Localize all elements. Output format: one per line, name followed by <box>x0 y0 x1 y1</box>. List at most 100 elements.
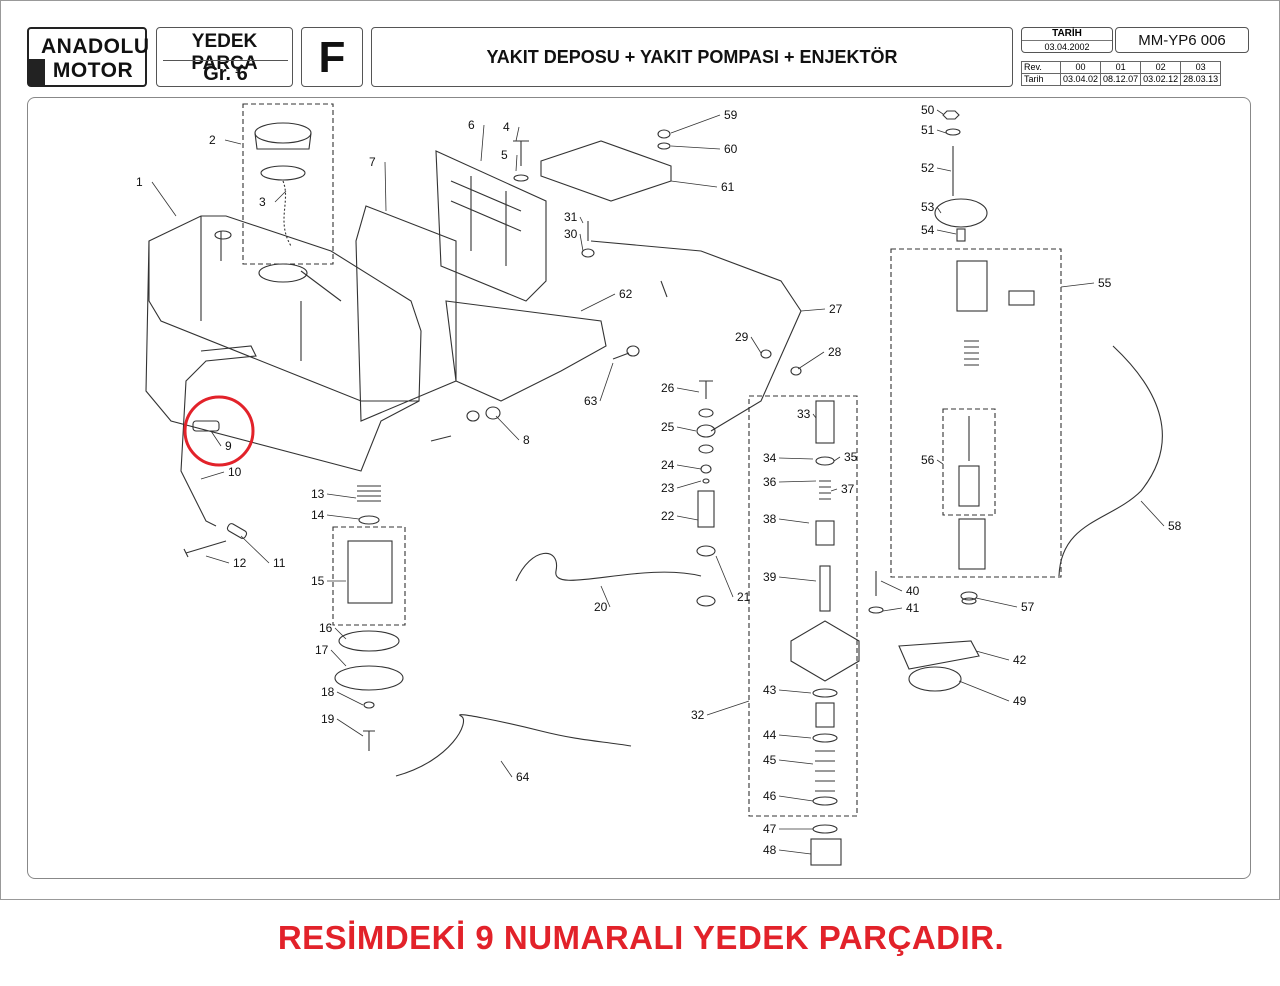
title-box: YAKIT DEPOSU + YAKIT POMPASI + ENJEKTÖR <box>371 27 1013 87</box>
part-number: 46 <box>763 789 777 803</box>
part-number: 26 <box>661 381 675 395</box>
leader-line <box>515 154 518 172</box>
part-number: 17 <box>315 643 329 657</box>
support-bracket <box>445 300 607 402</box>
part-number: 50 <box>921 103 935 117</box>
fuel-tank-filler-neck <box>258 263 308 283</box>
washer-41 <box>868 606 884 614</box>
leader-line <box>240 535 270 564</box>
bolt-4-upper <box>513 140 529 166</box>
cap-group-box <box>242 103 334 265</box>
leader-line <box>670 180 718 188</box>
fitting-24 <box>700 464 712 474</box>
pump-flange-gasket <box>898 640 980 670</box>
leader-line <box>936 109 944 115</box>
part-number: 44 <box>763 728 777 742</box>
leader-line <box>936 229 957 235</box>
part-number: 14 <box>311 508 325 522</box>
pin-54 <box>956 228 966 242</box>
leader-line <box>210 430 222 447</box>
leader-line <box>495 415 520 441</box>
leader-line <box>833 456 841 462</box>
leader-line <box>676 387 700 393</box>
part-number: 35 <box>844 450 858 464</box>
filter-spring <box>357 485 381 502</box>
leader-line <box>480 124 485 162</box>
part-number: 54 <box>921 223 935 237</box>
sealing-ring <box>696 595 716 607</box>
washer-51 <box>945 128 961 136</box>
part-number: 48 <box>763 843 777 857</box>
part-number: 1 <box>136 175 143 189</box>
page-title: YAKIT DEPOSU + YAKIT POMPASI + ENJEKTÖR <box>486 47 898 67</box>
leader-line <box>778 457 814 460</box>
fuel-filter <box>347 540 393 604</box>
leader-line <box>224 139 242 145</box>
washer-5-bracket <box>626 345 640 357</box>
bolt-63 <box>612 352 630 360</box>
leader-line <box>778 795 814 802</box>
leader-line <box>676 464 702 470</box>
part-number: 51 <box>921 123 935 137</box>
part-number: 13 <box>311 487 325 501</box>
clamp-plate-53 <box>934 198 988 228</box>
section-letter: F <box>318 33 346 82</box>
injector-spring <box>964 340 979 366</box>
tank-bracket <box>435 150 547 302</box>
filter-housing <box>334 665 404 691</box>
part-number: 10 <box>228 465 242 479</box>
leader-line <box>830 488 838 492</box>
rev-date: 08.12.07 <box>1100 73 1142 86</box>
highlight-circle <box>183 395 255 467</box>
part-number: 34 <box>763 451 777 465</box>
leader-line <box>600 585 611 608</box>
leader-line <box>715 555 734 598</box>
leader-line <box>151 181 177 217</box>
washer-30 <box>581 248 595 258</box>
strap-pin <box>192 420 220 432</box>
injector-box <box>890 248 1062 578</box>
part-number: 28 <box>828 345 842 359</box>
strap-bolt <box>183 540 227 558</box>
part-number: 8 <box>523 433 530 447</box>
leader-line <box>515 126 520 142</box>
part-number: 11 <box>273 556 286 570</box>
part-number: 40 <box>906 584 920 598</box>
tappet-shim <box>812 824 838 834</box>
leader-line <box>205 555 230 564</box>
part-number: 61 <box>721 180 735 194</box>
leader-line <box>384 161 387 212</box>
nut-50 <box>942 110 960 120</box>
filter-washer <box>358 515 380 525</box>
note-text: RESİMDEKİ 9 NUMARALI YEDEK PARÇADIR. <box>277 919 1005 956</box>
nozzle-washer <box>960 591 978 601</box>
fuel-pipe-20 <box>515 552 702 582</box>
part-number: 64 <box>516 770 530 784</box>
leader-line <box>936 206 942 214</box>
part-number-highlighted: 9 <box>225 439 232 453</box>
washer-5-lower <box>466 410 480 422</box>
pump-element <box>819 565 831 612</box>
leader-line <box>326 493 357 499</box>
part-number: 12 <box>233 556 247 570</box>
leader-line <box>800 308 826 312</box>
part-number: 38 <box>763 512 777 526</box>
tank-bracket-ribs <box>450 176 522 266</box>
leader-line <box>670 145 721 150</box>
nozzle-nut <box>958 518 986 570</box>
nozzle-group-box <box>942 408 996 516</box>
ball-23 <box>702 478 710 484</box>
washer-28 <box>790 366 802 376</box>
leader-line <box>200 471 225 480</box>
union-fitting <box>697 490 715 528</box>
part-number: 2 <box>209 133 216 147</box>
part-number: 39 <box>763 570 777 584</box>
leader-line <box>975 650 1010 661</box>
leader-line <box>676 515 699 521</box>
leader-line <box>778 849 812 855</box>
part-number: 43 <box>763 683 777 697</box>
leader-line <box>936 459 944 465</box>
leader-line <box>778 759 814 765</box>
leader-line <box>1140 500 1165 527</box>
leader-line <box>274 190 287 203</box>
